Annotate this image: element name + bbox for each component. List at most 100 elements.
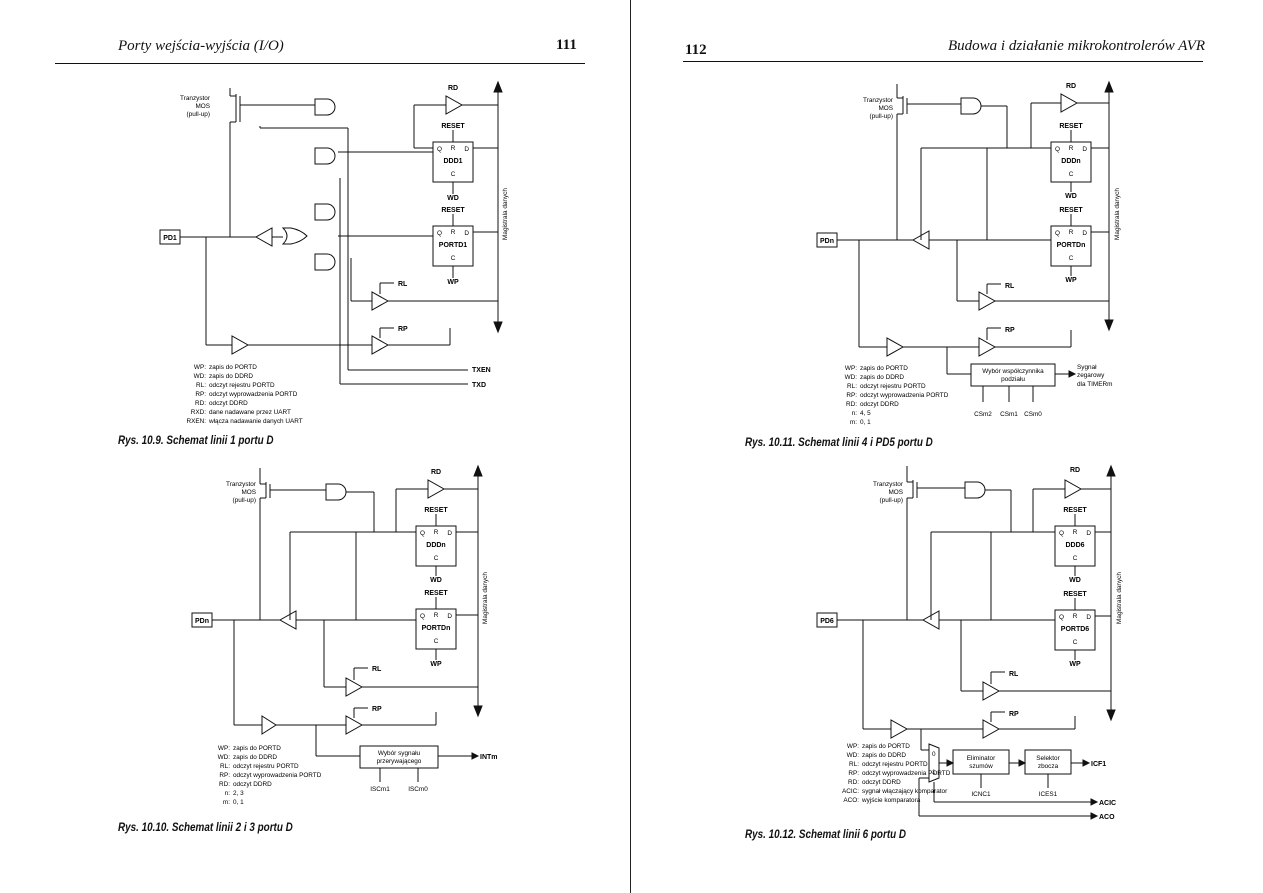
svg-text:ISCm0: ISCm0 (408, 786, 428, 793)
svg-text:C: C (434, 638, 439, 645)
svg-text:odczyt wyprowadzenia PORTD: odczyt wyprowadzenia PORTD (862, 770, 951, 777)
svg-text:Q: Q (437, 146, 442, 153)
svg-text:C: C (434, 555, 439, 562)
svg-text:MOS: MOS (888, 489, 903, 496)
svg-text:RESET: RESET (424, 507, 448, 514)
legend: WP:zapis do PORTD WD:zapis do DDRD RL:od… (186, 364, 302, 425)
svg-text:R: R (451, 145, 456, 152)
ddr-register-label: DDD1 (443, 158, 462, 165)
svg-text:WD: WD (1069, 577, 1081, 584)
legend: WP:zapis do PORTD WD:zapis do DDRD RL:od… (842, 743, 951, 804)
svg-text:Q: Q (1059, 530, 1064, 537)
svg-text:odczyt rejestru PORTD: odczyt rejestru PORTD (209, 382, 275, 389)
svg-text:WP: WP (1065, 277, 1077, 284)
svg-text:C: C (1069, 255, 1074, 262)
svg-text:(pull-up): (pull-up) (233, 497, 256, 504)
svg-text:odczyt wyprowadzenia PORTD: odczyt wyprowadzenia PORTD (209, 391, 298, 398)
pin-label: PDn (195, 618, 209, 625)
svg-text:RD: RD (448, 85, 458, 92)
svg-text:Wybór sygnału: Wybór sygnału (378, 750, 421, 757)
svg-text:n:: n: (225, 790, 231, 797)
pin-label: PD1 (163, 235, 177, 242)
svg-text:ACO:: ACO: (843, 797, 859, 804)
svg-text:ACO: ACO (1099, 814, 1115, 821)
svg-text:WD:: WD: (194, 373, 207, 380)
svg-text:przerywającego: przerywającego (377, 758, 422, 765)
svg-text:RD:: RD: (846, 401, 857, 408)
svg-text:ICF1: ICF1 (1091, 761, 1106, 768)
svg-text:WD:: WD: (847, 752, 860, 759)
svg-text:zbocza: zbocza (1038, 763, 1059, 770)
svg-text:RESET: RESET (441, 123, 465, 130)
svg-text:0, 1: 0, 1 (860, 419, 871, 426)
svg-text:RL:: RL: (847, 383, 857, 390)
svg-text:D: D (464, 146, 469, 153)
bus-label: Magistrala danych (482, 572, 489, 624)
svg-text:odczyt DDRD: odczyt DDRD (233, 781, 272, 788)
svg-text:1: 1 (932, 769, 936, 776)
svg-text:odczyt rejestru PORTD: odczyt rejestru PORTD (860, 383, 926, 390)
svg-text:C: C (451, 255, 456, 262)
svg-text:RL: RL (1009, 671, 1019, 678)
svg-text:0, 1: 0, 1 (233, 799, 244, 806)
figure-caption: Rys. 10.11. Schemat linii 4 i PD5 portu … (745, 437, 933, 449)
svg-text:Q: Q (420, 613, 425, 620)
svg-text:dla TIMERm: dla TIMERm (1077, 381, 1112, 388)
svg-text:D: D (464, 230, 469, 237)
svg-text:odczyt DDRD: odczyt DDRD (862, 779, 901, 786)
svg-text:CSm2: CSm2 (974, 411, 992, 418)
figure-caption: Rys. 10.9. Schemat linii 1 portu D (118, 435, 274, 447)
svg-text:TXD: TXD (472, 382, 486, 389)
svg-text:Selektor: Selektor (1036, 755, 1060, 762)
svg-text:wyjście komparatora: wyjście komparatora (861, 797, 921, 804)
svg-text:R: R (434, 612, 439, 619)
svg-text:INTm: INTm (480, 754, 498, 761)
svg-text:m:: m: (223, 799, 230, 806)
svg-text:zapis do DDRD: zapis do DDRD (860, 374, 904, 381)
svg-text:RXEN:: RXEN: (186, 418, 206, 425)
svg-text:C: C (1073, 555, 1078, 562)
bus-label: Magistrala danych (502, 188, 509, 240)
svg-text:C: C (451, 171, 456, 178)
svg-text:szumów: szumów (969, 763, 993, 770)
svg-text:WP:: WP: (194, 364, 206, 371)
svg-text:ISCm1: ISCm1 (370, 786, 390, 793)
svg-text:odczyt wyprowadzenia PORTD: odczyt wyprowadzenia PORTD (233, 772, 322, 779)
svg-text:zapis do DDRD: zapis do DDRD (233, 754, 277, 761)
svg-text:D: D (1082, 230, 1087, 237)
svg-text:C: C (1069, 171, 1074, 178)
svg-text:RD: RD (431, 469, 441, 476)
svg-text:zapis do PORTD: zapis do PORTD (862, 743, 910, 750)
page-number: 112 (685, 42, 707, 58)
svg-text:WP: WP (1069, 661, 1081, 668)
figure-10-11-schematic: Tranzystor MOS (pull-up) PDn RD RESET Q … (816, 80, 1121, 426)
svg-text:zapis do PORTD: zapis do PORTD (233, 745, 281, 752)
svg-text:RP:: RP: (219, 772, 230, 779)
svg-text:RL:: RL: (196, 382, 206, 389)
figure-caption: Rys. 10.10. Schemat linii 2 i 3 portu D (118, 822, 293, 834)
svg-text:R: R (1069, 145, 1074, 152)
svg-text:R: R (1073, 529, 1078, 536)
svg-text:Tranzystor: Tranzystor (863, 97, 894, 104)
svg-text:m:: m: (850, 419, 857, 426)
svg-text:ACIC:: ACIC: (842, 788, 859, 795)
pin-label: PD6 (820, 618, 834, 625)
svg-text:RL: RL (398, 281, 408, 288)
svg-text:R: R (1073, 613, 1078, 620)
svg-text:RP:: RP: (846, 392, 857, 399)
svg-text:R: R (1069, 229, 1074, 236)
svg-text:D: D (447, 530, 452, 537)
svg-text:D: D (1082, 146, 1087, 153)
svg-text:CSm1: CSm1 (1000, 411, 1018, 418)
figure-10-9-schematic: Tranzystor MOS (pull-up) PD1 RD RESET Q … (159, 80, 509, 425)
ddr-register-label: DDDn (426, 542, 445, 549)
svg-text:CSm0: CSm0 (1024, 411, 1042, 418)
svg-text:RESET: RESET (1063, 507, 1087, 514)
legend: WP:zapis do PORTD WD:zapis do DDRD RL:od… (845, 365, 949, 426)
svg-text:MOS: MOS (195, 103, 210, 110)
svg-text:ACIC: ACIC (1099, 800, 1116, 807)
svg-text:MOS: MOS (878, 105, 893, 112)
svg-text:Q: Q (1055, 146, 1060, 153)
svg-text:R: R (434, 529, 439, 536)
port-register-label: PORTD1 (439, 242, 468, 249)
